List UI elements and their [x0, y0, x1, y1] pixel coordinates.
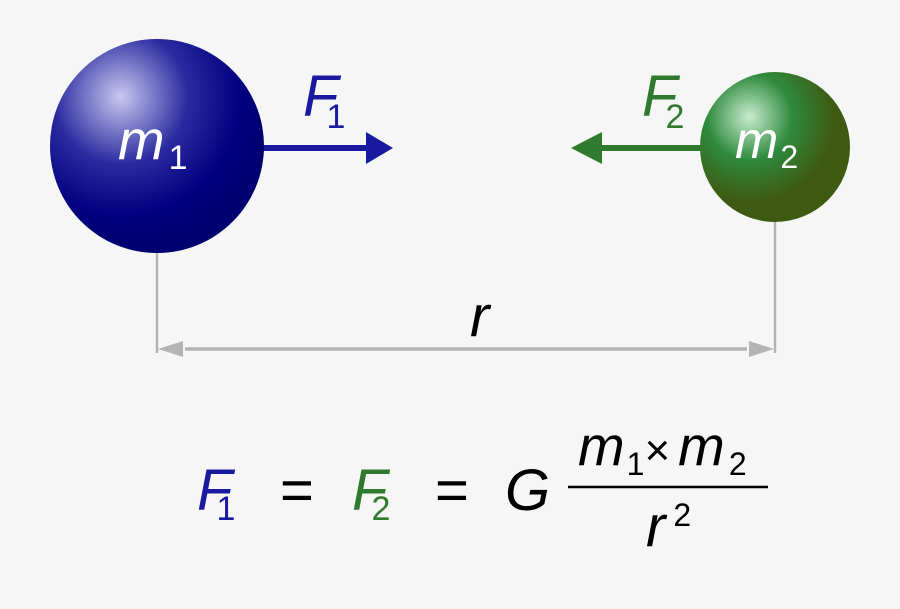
force1-subscript: 1: [326, 98, 346, 136]
force2-label: F2: [642, 68, 696, 135]
mass2-label: m2: [735, 112, 798, 173]
mass1-symbol: m: [118, 108, 165, 171]
numerator-m1-subscript: 1: [626, 446, 645, 482]
formula-f1: F1: [197, 462, 251, 527]
force2-arrow-icon: [571, 132, 702, 164]
denominator-exponent: 2: [673, 497, 692, 533]
mass1-sphere: [50, 39, 264, 253]
formula-f2: F2: [352, 462, 406, 527]
denominator-r: r: [646, 494, 666, 559]
force2-symbol: F: [642, 64, 678, 129]
formula-equals-2: =: [435, 458, 469, 523]
numerator-m2: m: [678, 414, 725, 477]
mass2-sphere: [700, 72, 850, 222]
numerator-m1: m: [578, 414, 625, 477]
force1-arrow-icon: [262, 132, 393, 164]
mass2-symbol: m: [735, 112, 779, 170]
force2-subscript: 2: [665, 98, 685, 136]
force1-label: F1: [303, 68, 357, 135]
times-sign: ×: [644, 426, 671, 475]
formula-f1-symbol: F: [197, 458, 233, 523]
force1-symbol: F: [303, 64, 339, 129]
distance-label: r: [470, 284, 490, 349]
distance-arrow-icon: [158, 341, 774, 357]
formula-f1-subscript: 1: [216, 490, 236, 528]
numerator-m2-subscript: 2: [728, 446, 747, 482]
mass2-subscript: 2: [780, 139, 799, 175]
formula-f2-subscript: 2: [371, 490, 391, 528]
formula-constant-g: G: [505, 458, 551, 523]
formula-equals-1: =: [280, 458, 314, 523]
formula-f2-symbol: F: [352, 458, 388, 523]
mass1-subscript: 1: [168, 139, 188, 177]
